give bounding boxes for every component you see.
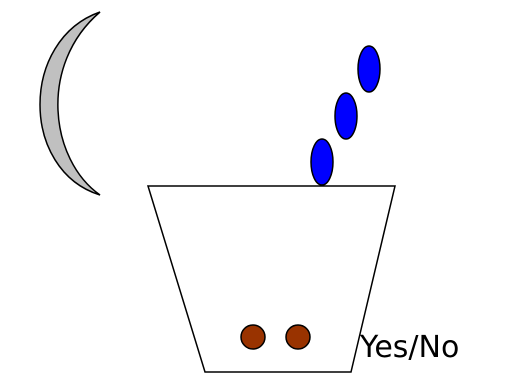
blue-oval-icon	[358, 46, 380, 92]
blue-oval-icon	[311, 139, 333, 185]
cup-icon	[148, 186, 395, 372]
blue-oval-icon	[335, 93, 357, 139]
crescent-moon-icon	[40, 12, 100, 195]
answer-label: Yes/No	[360, 331, 459, 365]
brown-circle-icon	[286, 325, 310, 349]
brown-circle-icon	[241, 325, 265, 349]
